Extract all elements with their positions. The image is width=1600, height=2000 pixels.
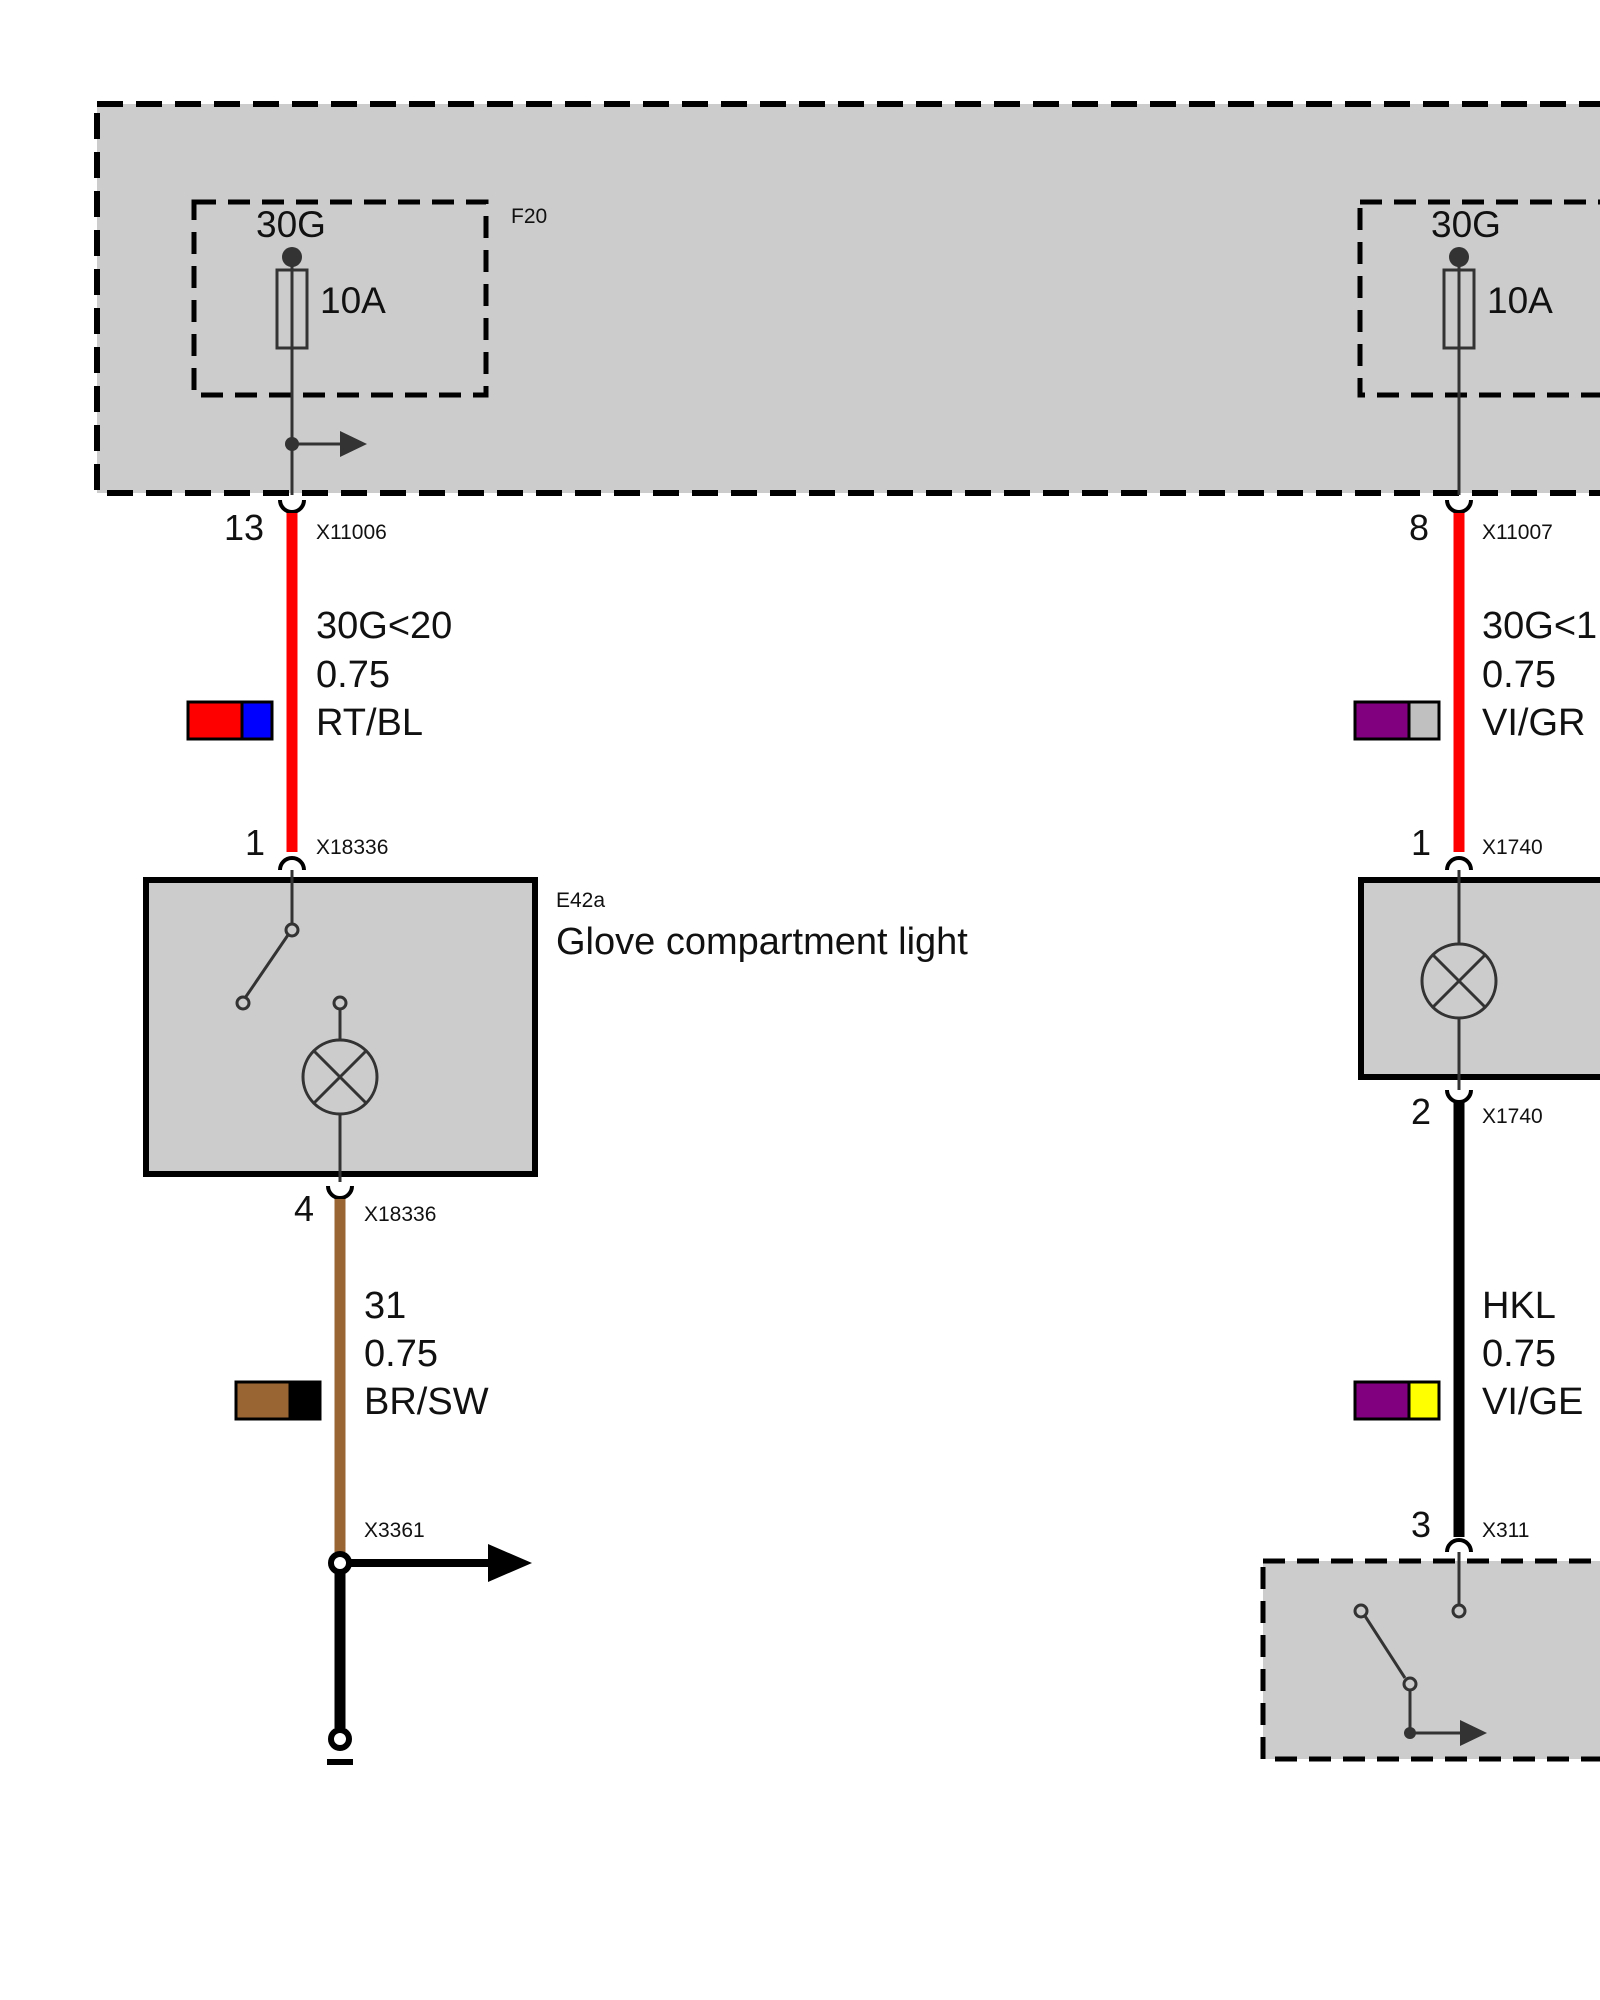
- arrow-icon: [1460, 1720, 1487, 1746]
- wire-red-gauge: 0.75: [316, 654, 390, 696]
- pin-13-label: 13: [224, 507, 264, 548]
- fuse-right-box: [1357, 199, 1600, 398]
- lamp-icon: [1420, 870, 1498, 1090]
- wire-brown-gauge: 0.75: [364, 1333, 438, 1375]
- fuse-icon: [275, 268, 309, 350]
- fuse-f20-id: F20: [511, 205, 547, 228]
- wire-red-right-gauge: 0.75: [1482, 654, 1556, 696]
- fuse-right-rating: 10A: [1487, 280, 1553, 321]
- wire-brown-signal: 31: [364, 1285, 406, 1327]
- fuse-right-terminal: 30G: [1431, 204, 1501, 245]
- arrow-icon: [340, 431, 367, 457]
- connector-x311-label: X311: [1482, 1519, 1530, 1542]
- wire-black-right-swatch: [1353, 1380, 1441, 1421]
- component-lamp-box: [1358, 877, 1600, 1080]
- fuse-f20-box: [191, 199, 489, 398]
- connector-x1740-top-label: X1740: [1482, 836, 1543, 859]
- pin-1-right-label: 1: [1411, 822, 1431, 863]
- connector-x1740-bottom-label: X1740: [1482, 1105, 1543, 1128]
- pin-3-label: 3: [1411, 1504, 1431, 1545]
- wire-red-color-code: RT/BL: [316, 702, 423, 744]
- fuse-f20-rating: 10A: [320, 280, 386, 321]
- connector-x11007-cup: [1445, 499, 1473, 514]
- switch-module-outline: [1260, 1558, 1600, 1762]
- wire-black-right-color-code: VI/GE: [1482, 1381, 1583, 1423]
- connector-x11006-cup: [278, 499, 306, 514]
- pin-4-label: 4: [294, 1188, 314, 1229]
- pin-2-label: 2: [1411, 1091, 1431, 1132]
- arrow-icon: [488, 1544, 532, 1582]
- wire-black-right-signal: HKL: [1482, 1285, 1556, 1327]
- wire-red-signal: 30G<20: [316, 605, 452, 647]
- fuse-f20: 30G 10A F20: [191, 199, 547, 495]
- fuse-f20-terminal: 30G: [256, 204, 326, 245]
- connector-x18336-top-label: X18336: [316, 836, 388, 859]
- wire-brown-swatch: [234, 1380, 322, 1421]
- fuse-right: 30G 10A: [1357, 199, 1600, 495]
- fuse-icon: [1442, 268, 1476, 350]
- connector-x11006-label: X11006: [316, 521, 387, 544]
- wire-red-right-signal: 30G<1: [1482, 605, 1597, 647]
- connector-x1740-top-cup: [1445, 856, 1473, 871]
- wire-brown-color-code: BR/SW: [364, 1381, 489, 1423]
- wire-red-right-color-code: VI/GR: [1482, 702, 1585, 744]
- wire-red-right-swatch: [1353, 700, 1441, 741]
- connector-x18336-top-cup: [278, 856, 306, 871]
- switch-icon: [235, 870, 300, 1011]
- wire-red-swatch: [186, 700, 274, 741]
- pin-8-label: 8: [1409, 507, 1429, 548]
- connector-x1740-bottom-cup: [1445, 1089, 1473, 1104]
- connector-x11007-label: X11007: [1482, 521, 1553, 544]
- connector-x18336-bottom-label: X18336: [364, 1203, 436, 1226]
- left-circuit: 13 X11006 30G<20 0.75 RT/BL 1 X18336 E42…: [143, 499, 968, 1765]
- component-e42a-id: E42a: [556, 889, 605, 912]
- fuse-box-outline: [94, 101, 1600, 496]
- connector-x311-cup: [1445, 1538, 1473, 1553]
- fuse-box-module: [94, 101, 1600, 496]
- pin-1-label: 1: [245, 822, 265, 863]
- lamp-icon: [301, 995, 379, 1182]
- splice-x3361-dot: [328, 1551, 352, 1575]
- connector-x18336-bottom-cup: [326, 1185, 354, 1200]
- splice-x3361-label: X3361: [364, 1519, 425, 1542]
- ground-dot: [328, 1727, 352, 1751]
- switch-icon: [1353, 1552, 1467, 1739]
- right-circuit: 8 X11007 30G<1 0.75 VI/GR 1 X1740 2 X174…: [1260, 499, 1600, 1762]
- component-e42a-name: Glove compartment light: [556, 921, 968, 963]
- wire-black-right-gauge: 0.75: [1482, 1333, 1556, 1375]
